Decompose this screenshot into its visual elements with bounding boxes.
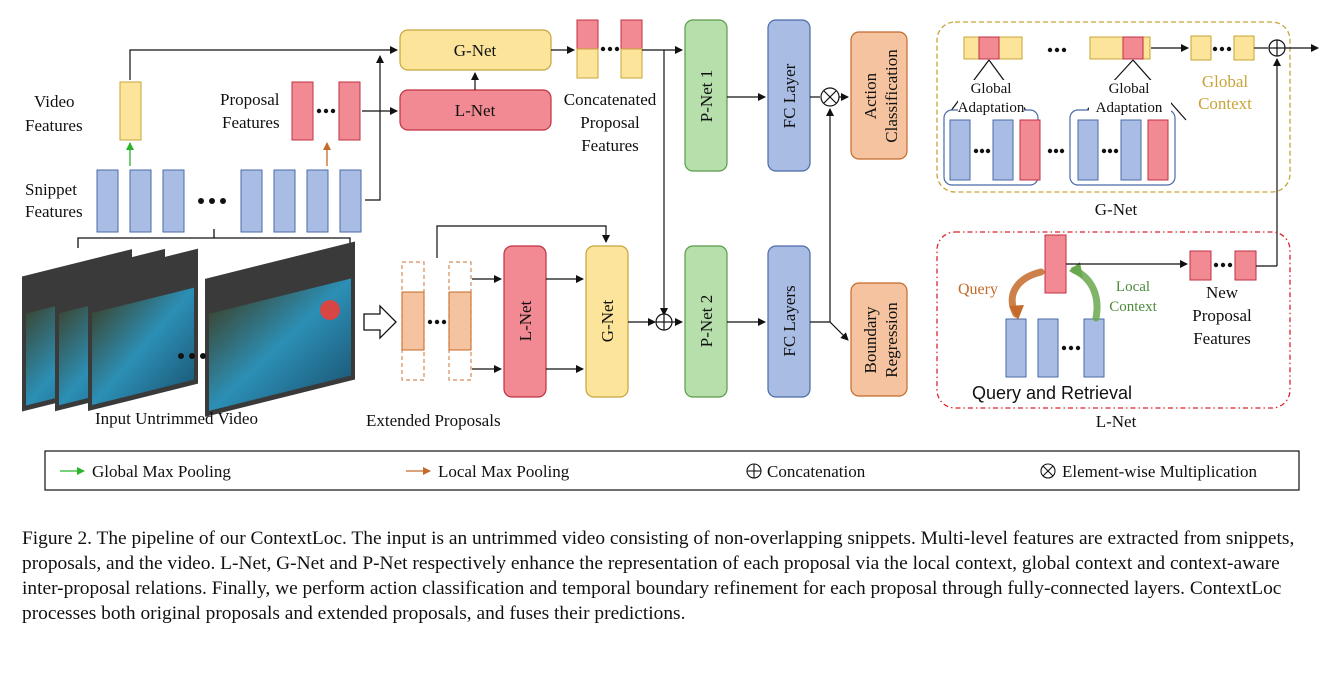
lnet-top-label: L-Net [455,101,496,120]
lnet-panel [936,231,1291,409]
fc-layer-label: FC Layer [780,63,799,128]
lnet-panel-title: L-Net [1096,412,1137,431]
boundary-regression [850,282,908,397]
lnet-bottom [503,245,547,398]
extended-proposals-label: Extended Proposals [366,411,501,430]
fc-layer [767,19,811,172]
query-label: Query [958,281,998,298]
video-feature [119,81,142,141]
input-video-label: Input Untrimmed Video [95,409,258,428]
gnet-panel-top-row [963,35,1255,61]
fc-layers-label: FC Layers [780,285,799,356]
query-retrieval-label: Query and Retrieval [972,383,1132,403]
legend-concat: Concatenation [767,462,866,481]
lnet-bottom-label: L-Net [516,300,535,341]
gnet-top-label: G-Net [454,41,497,60]
gnet-bottom-label: G-Net [598,299,617,342]
video-frames-group-1 [22,248,198,412]
legend-local-pool: Local Max Pooling [438,462,570,481]
video-frames-group-2 [205,241,355,417]
gnet-panel-title: G-Net [1095,200,1138,219]
gnet-panel-features [949,119,1169,181]
legend-multiply-icon [1040,463,1056,479]
local-context-curve-arrow [1070,266,1101,322]
new-proposal-features [1189,250,1257,281]
action-classification [850,31,908,160]
hollow-arrow [363,304,397,340]
extended-proposals [401,261,472,381]
legend-global-pool: Global Max Pooling [92,462,231,481]
proposal-feature-2 [338,81,361,141]
proposal-feature-1 [291,81,314,141]
gnet-panel-concat-symbol [1268,39,1286,57]
figure-caption: Figure 2. The pipeline of our ContextLoc… [22,528,1295,624]
concat-symbol [655,313,673,331]
multiply-symbol [820,87,840,107]
pnet1 [684,19,728,172]
legend-box [44,450,1300,491]
legend-mult: Element-wise Multiplication [1062,462,1257,481]
lnet-query-feature [1044,234,1067,294]
snippet-features [96,169,362,233]
legend-concat-icon [746,463,762,479]
concatenated-proposal-features [576,19,643,79]
pnet2-label: P-Net 2 [697,295,716,347]
gnet-panel [936,21,1291,193]
pnet1-label: P-Net 1 [697,70,716,122]
lnet-candidate-features [1005,318,1105,378]
